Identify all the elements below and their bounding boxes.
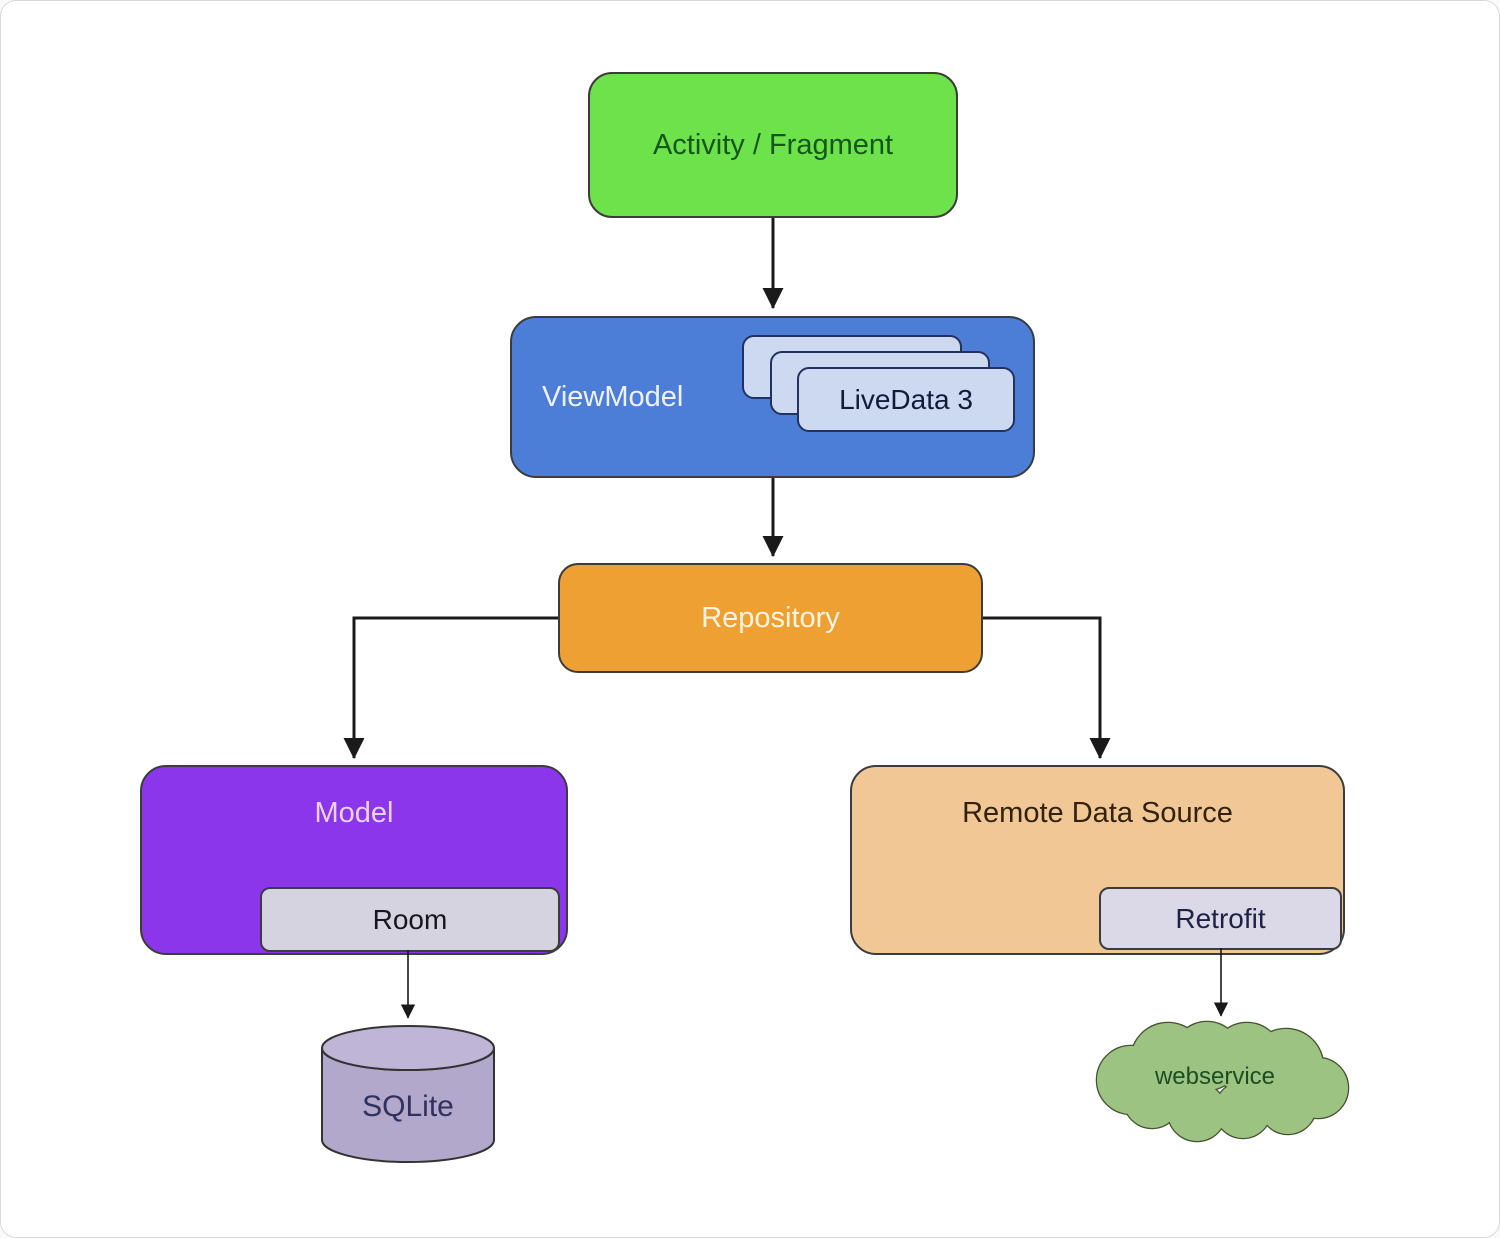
edge-repository-remote [983,616,1111,760]
node-retrofit-label: Retrofit [1175,902,1266,934]
node-viewmodel: ViewModel LiveData 3 [510,316,1035,478]
node-remote-data-source-label: Remote Data Source [962,797,1233,829]
node-activity-fragment-label: Activity / Fragment [652,128,894,161]
livedata-card-front: LiveData 3 [797,367,1015,432]
node-room-label: Room [372,903,448,935]
node-remote-data-source: Remote Data Source Retrofit [850,765,1345,955]
node-retrofit: Retrofit [1099,887,1342,950]
node-model: Model Room [140,765,568,955]
livedata-label: LiveData 3 [839,383,973,415]
node-room: Room [260,887,560,952]
edge-repository-model [343,616,558,760]
node-model-label: Model [314,797,394,829]
node-sqlite-label: SQLite [362,1090,454,1123]
node-webservice-label: webservice [1154,1063,1276,1090]
node-repository: Repository [558,563,983,673]
node-viewmodel-label: ViewModel [542,380,684,413]
node-activity-fragment: Activity / Fragment [588,72,958,218]
node-repository-label: Repository [701,601,840,634]
